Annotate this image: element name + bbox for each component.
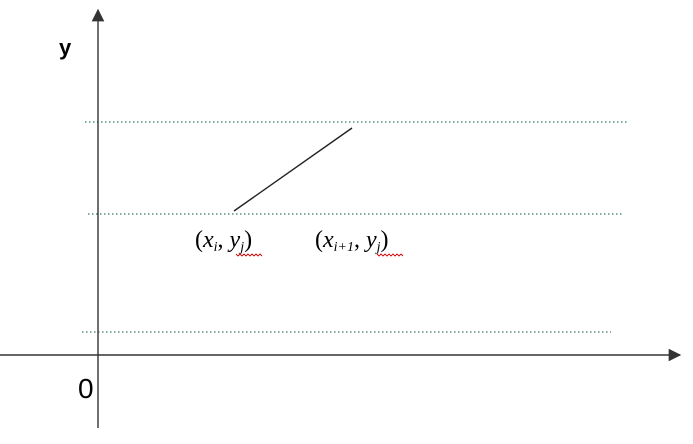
point-2-x-subscript: i+1	[334, 240, 354, 255]
line-segment	[233, 127, 353, 212]
point-2-separator: ,	[354, 227, 366, 253]
origin-label: 0	[78, 373, 94, 404]
point-label-xi-yj: (xi, yj)	[195, 227, 252, 255]
point-2-open-paren: (	[315, 227, 323, 253]
point-2-y-subscript: j	[375, 240, 381, 255]
point-1-close-paren: )	[244, 227, 252, 253]
point-1-x-subscript: i	[214, 240, 218, 255]
point-2-x: x	[322, 227, 334, 253]
point-1-x: x	[202, 227, 214, 253]
point-2-y: y	[364, 227, 377, 253]
point-1-y: y	[228, 227, 241, 253]
y-axis-label: y	[59, 35, 72, 60]
point-label-xi1-yj: (xi+1, yj)	[315, 227, 389, 255]
point-1-separator: ,	[218, 227, 230, 253]
point-1-open-paren: (	[195, 227, 203, 253]
point-2-close-paren: )	[381, 227, 389, 253]
spellcheck-underline	[376, 253, 404, 257]
spellcheck-underline	[235, 253, 263, 257]
point-1-y-subscript: j	[238, 240, 244, 255]
